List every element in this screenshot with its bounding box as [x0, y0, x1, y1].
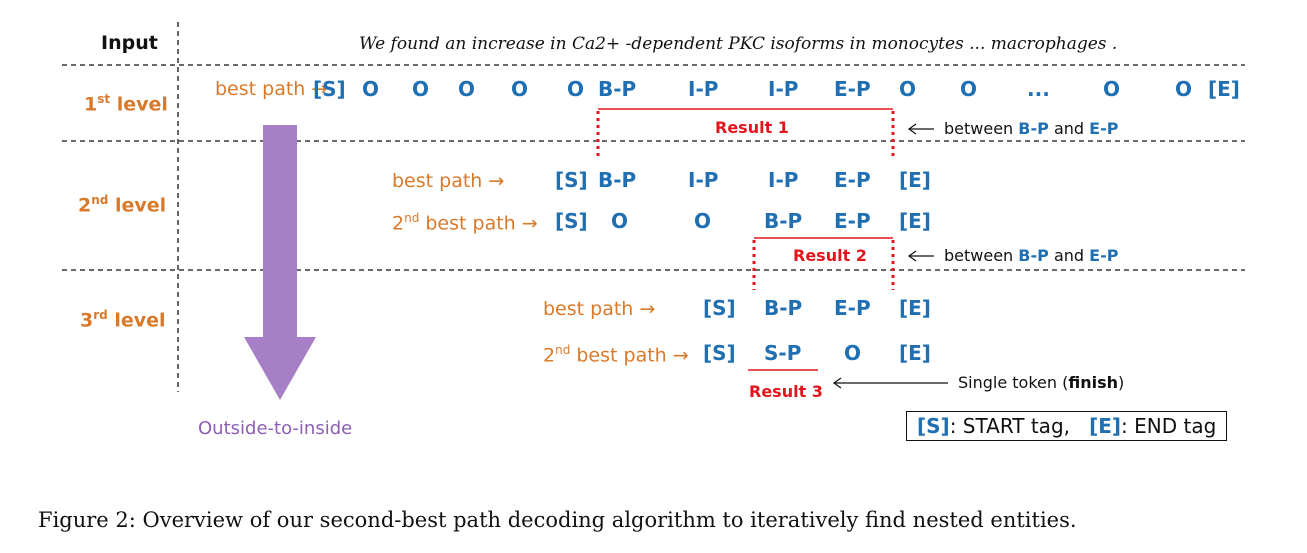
row1-tag: O [458, 77, 476, 101]
row1-best-path-label: best path → [215, 78, 328, 100]
row2a-tag: E-P [834, 168, 871, 192]
row3a-tag: [S] [703, 296, 736, 320]
row3b-second-best-path-label: 2nd best path → [543, 343, 689, 367]
row1-tag: O [362, 77, 380, 101]
row2b-second-best-path-label: 2nd best path → [392, 211, 538, 235]
row2a-tag: B-P [598, 168, 637, 192]
input-label: Input [101, 32, 158, 54]
row2b-tag: [S] [555, 209, 588, 233]
row2a-tag: [S] [555, 168, 588, 192]
row2a-best-path-label: best path → [392, 170, 505, 192]
input-sentence: We found an increase in Ca2+ -dependent … [359, 34, 1118, 54]
row1-tag: O [960, 77, 978, 101]
level1-label: 1st level [84, 92, 168, 116]
result2-label: Result 2 [793, 246, 867, 265]
row2b-tag: O [694, 209, 712, 233]
row3a-tag: E-P [834, 296, 871, 320]
result3-label: Result 3 [749, 382, 823, 401]
row3b-tag: [S] [703, 341, 736, 365]
figure-caption: Figure 2: Overview of our second-best pa… [38, 508, 1077, 532]
row1-tag: O [1103, 77, 1121, 101]
row1-tag: B-P [598, 77, 637, 101]
level3-label: 3rd level [80, 308, 166, 332]
row1-tag: [E] [1208, 77, 1240, 101]
row1-tag: E-P [834, 77, 871, 101]
row1-tag: O [899, 77, 917, 101]
row1-tag: O [412, 77, 430, 101]
row2b-tag: [E] [899, 209, 931, 233]
row1-tag: O [1175, 77, 1193, 101]
row2a-tag: I-P [768, 168, 799, 192]
row3a-best-path-label: best path → [543, 298, 656, 320]
result1-label: Result 1 [715, 118, 789, 137]
legend-box: [S]: START tag, [E]: END tag [906, 411, 1228, 441]
row3b-tag: S-P [764, 341, 802, 365]
row2b-tag: E-P [834, 209, 871, 233]
row3b-tag: O [844, 341, 862, 365]
row3a-tag: [E] [899, 296, 931, 320]
row2a-tag: [E] [899, 168, 931, 192]
row1-tag: [S] [313, 77, 346, 101]
note-between-1: between B-P and E-P [944, 119, 1119, 138]
outside-to-inside-arrow [244, 125, 316, 400]
row1-tag: O [511, 77, 529, 101]
row2a-tag: I-P [688, 168, 719, 192]
outside-to-inside-label: Outside-to-inside [198, 418, 353, 439]
note-single-token: Single token (finish) [958, 373, 1125, 392]
row3a-tag: B-P [764, 296, 803, 320]
row1-tag: I-P [768, 77, 799, 101]
row1-tag: ... [1027, 77, 1050, 101]
level2-label: 2nd level [78, 193, 167, 217]
row1-tag: O [567, 77, 585, 101]
row2b-tag: B-P [764, 209, 803, 233]
row1-tag: I-P [688, 77, 719, 101]
note-between-2: between B-P and E-P [944, 246, 1119, 265]
row2b-tag: O [611, 209, 629, 233]
row3b-tag: [E] [899, 341, 931, 365]
